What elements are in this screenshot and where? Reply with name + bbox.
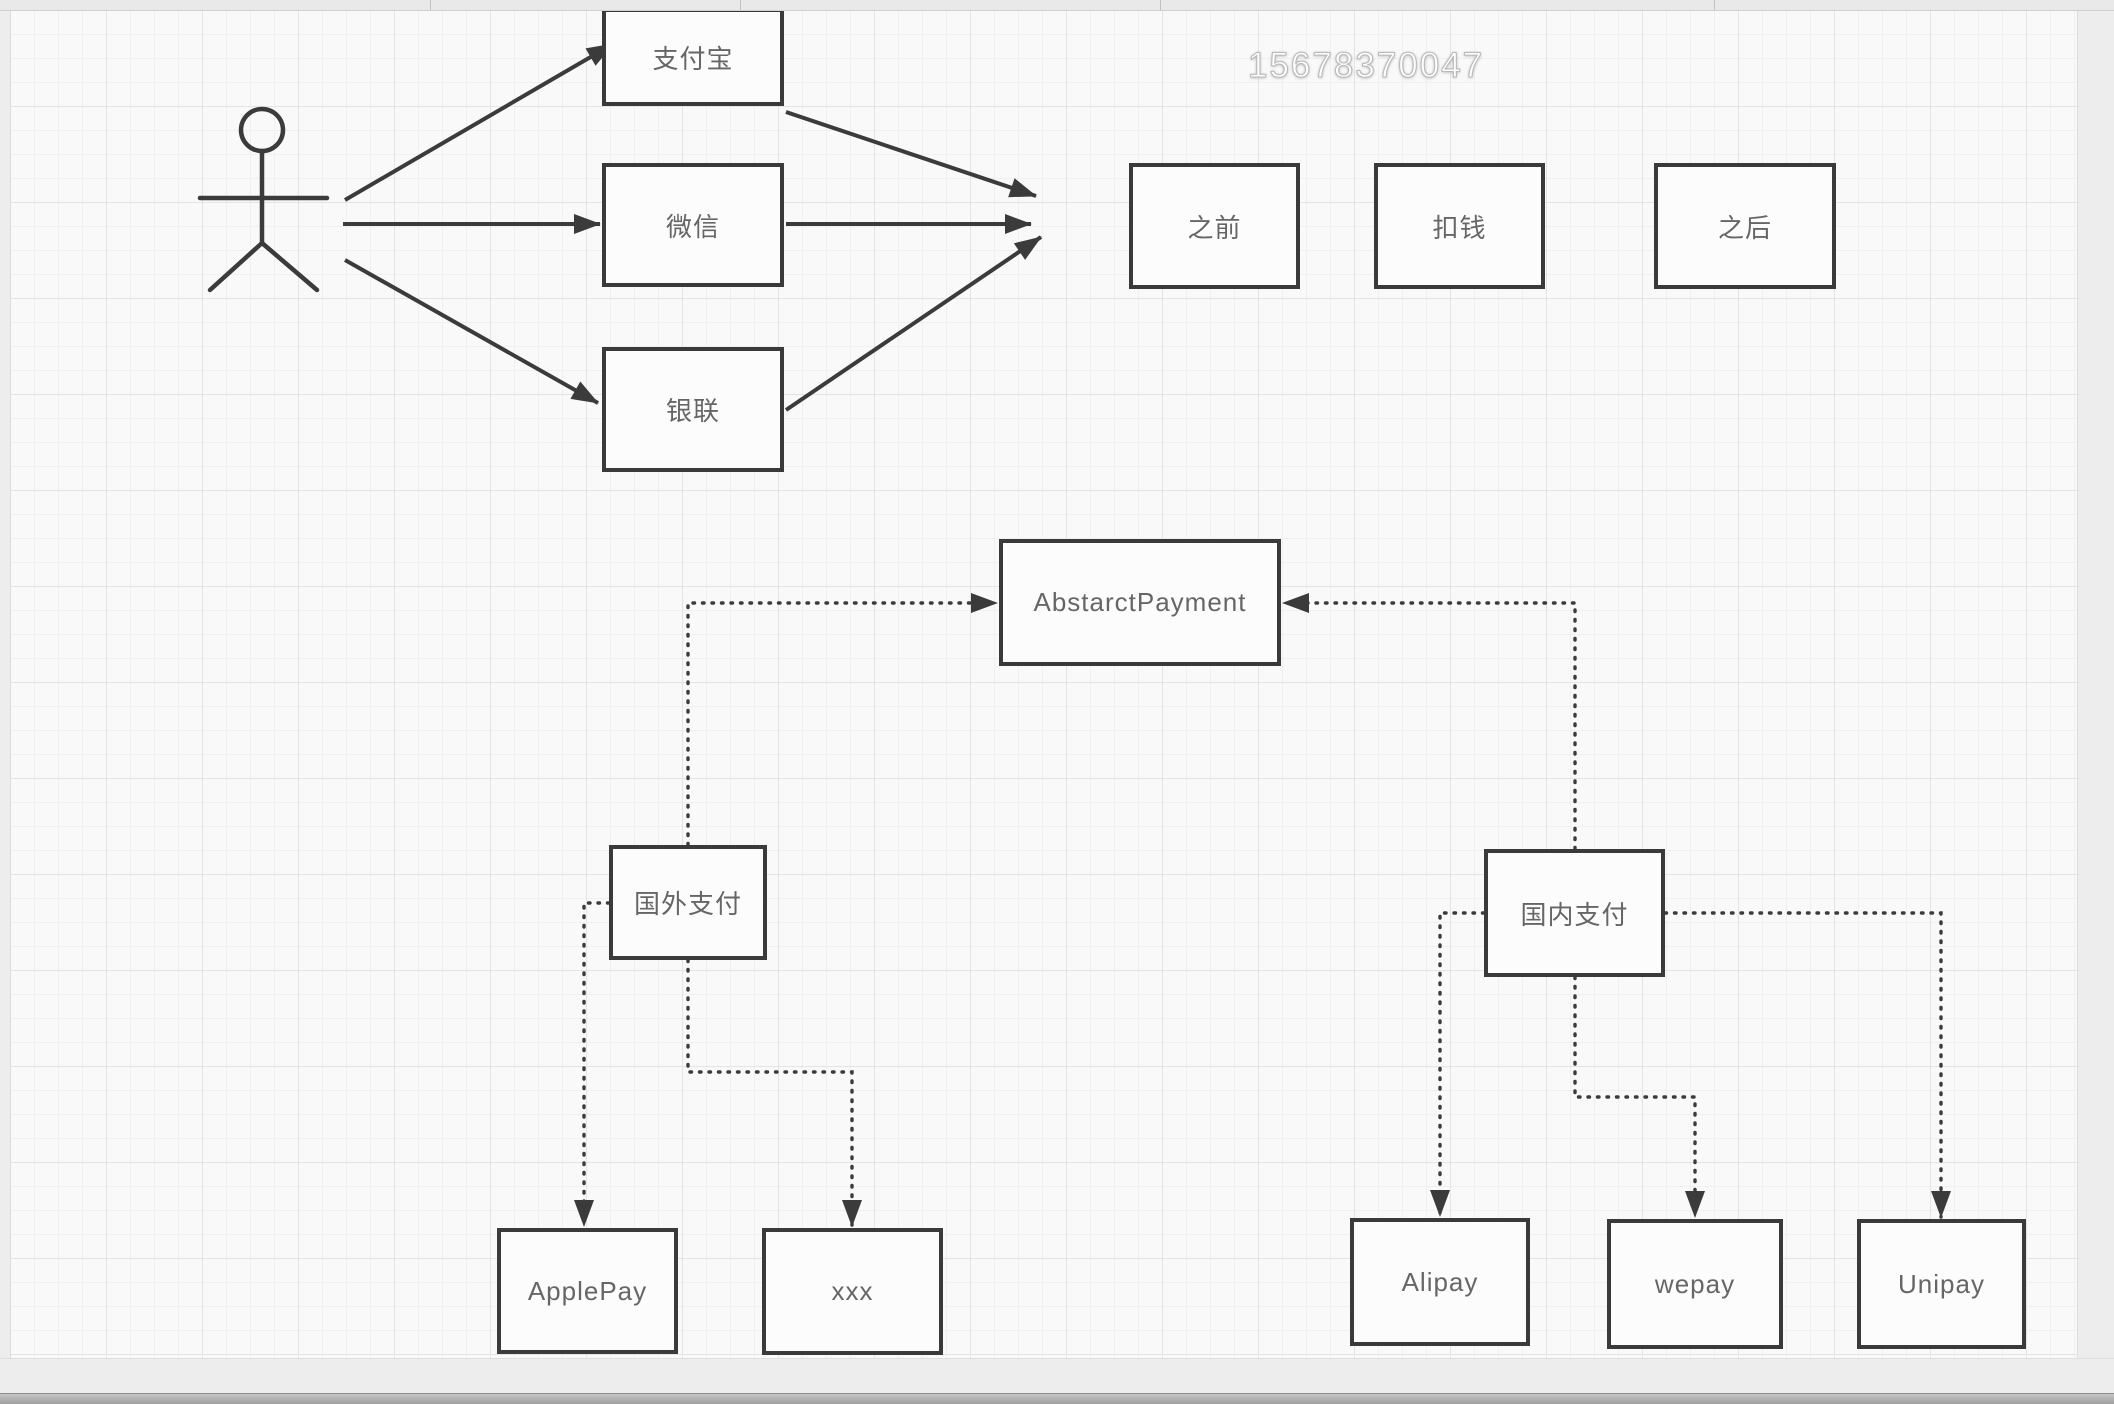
node-alipay[interactable]: Alipay (1350, 1218, 1530, 1346)
actor-group (197, 106, 330, 293)
node-before[interactable]: 之前 (1129, 163, 1300, 289)
node-unipay[interactable]: Unipay (1857, 1219, 2026, 1349)
node-wepay[interactable]: wepay (1607, 1219, 1783, 1349)
window-bottom-bar (0, 1358, 2114, 1404)
edge-yinlian-converge[interactable] (784, 235, 1043, 412)
canvas-left-margin (0, 10, 11, 1358)
actor-head[interactable] (238, 106, 286, 154)
window-top-bar (0, 0, 2114, 11)
edge-foreign-to-applepay[interactable] (574, 901, 611, 1228)
edge-domestic-to-wepay[interactable] (1573, 975, 1705, 1219)
node-abstarct-payment[interactable]: AbstarctPayment (999, 539, 1281, 666)
node-after[interactable]: 之后 (1654, 163, 1836, 289)
node-weixin[interactable]: 微信 (602, 163, 784, 287)
edge-domestic-to-unipay[interactable] (1663, 911, 1951, 1219)
edge-foreign-to-xxx[interactable] (686, 958, 862, 1228)
watermark-phone: 15678370047 (1247, 46, 1485, 86)
horizontal-scrollbar[interactable] (0, 1393, 2114, 1404)
actor-limb[interactable] (259, 240, 320, 293)
canvas-right-margin (2077, 10, 2114, 1358)
top-bar-separator (1160, 0, 1161, 10)
node-foreign-payment[interactable]: 国外支付 (609, 845, 767, 960)
edge-domestic-to-abstarct[interactable] (1281, 593, 1577, 851)
top-bar-separator (740, 0, 741, 10)
edge-actor-to-yinlian[interactable] (344, 258, 599, 405)
node-xxx[interactable]: xxx (762, 1228, 943, 1355)
edges-group (343, 42, 1951, 1228)
edge-domestic-to-alipay[interactable] (1430, 911, 1486, 1218)
edge-actor-to-zhifubao[interactable] (343, 42, 615, 202)
top-bar-separator (1714, 0, 1715, 10)
node-domestic-payment[interactable]: 国内支付 (1484, 849, 1665, 977)
edge-foreign-to-abstarct[interactable] (686, 593, 999, 847)
edge-zhifubao-converge[interactable] (785, 110, 1037, 198)
node-applepay[interactable]: ApplePay (497, 1228, 678, 1354)
node-yinlian[interactable]: 银联 (602, 347, 784, 472)
node-deduct[interactable]: 扣钱 (1374, 163, 1545, 289)
node-zhifubao[interactable]: 支付宝 (602, 8, 784, 106)
actor-limb[interactable] (207, 240, 265, 293)
top-bar-separator (430, 0, 431, 10)
